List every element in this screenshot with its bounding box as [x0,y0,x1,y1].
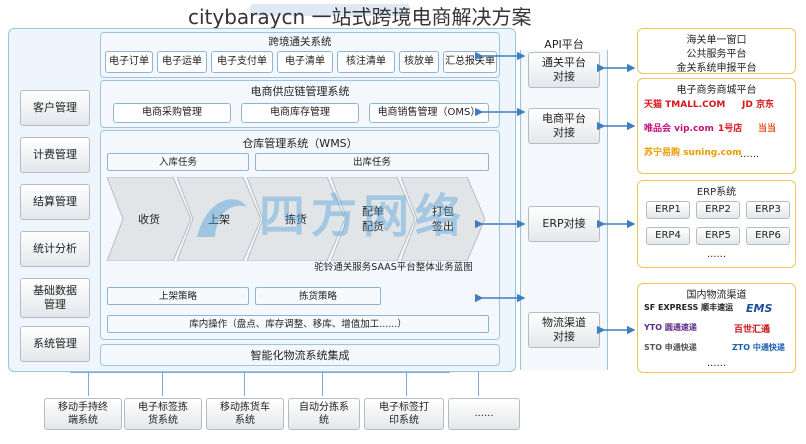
customs-item-release[interactable]: 核放单 [399,51,439,73]
process-step-putaway-label: 上架 [208,212,230,227]
jd-logo: JD 京东 [742,100,774,110]
watermark-text: 四方网络 [259,189,467,243]
tmall-logo: 天猫 TMALL.COM [644,100,726,110]
erp-title: ERP系统 [696,187,737,198]
customs-item-verification-list[interactable]: 核注清单 [337,51,395,73]
connector-logistics[interactable]: 物流渠道 对接 [528,312,600,348]
bottom-system-picking-cart[interactable]: 移动拣货车 系统 [206,398,284,430]
bottom-vline-6 [478,372,479,396]
zto-logo: ZTO 中通快递 [732,343,785,352]
overlay-title: citybaraycn 一站式跨境电商解决方案 [188,5,532,29]
wms-title: 仓库管理系统（WMS） [242,137,358,150]
erp-item-5[interactable]: ERP5 [696,227,740,245]
erp-item-3[interactable]: ERP3 [746,201,790,219]
menu-item-system[interactable]: 系统管理 [20,326,90,362]
customs-item-list[interactable]: 电子清单 [277,51,333,73]
watermark-logo: 四方网络 [187,183,487,253]
process-step-receive-label: 收货 [138,212,160,226]
menu-item-statistics[interactable]: 统计分析 [20,231,90,267]
bottom-connector-line [70,372,450,373]
connector-ecommerce-platform[interactable]: 电商平台 对接 [528,108,600,144]
menu-item-settlement[interactable]: 结算管理 [20,184,90,220]
logistics-integration-bar: 智能化物流系统集成 [100,344,500,366]
bottom-vline-4 [322,372,323,396]
customs-item-order[interactable]: 电子订单 [105,51,153,73]
bottom-system-handheld[interactable]: 移动手持终 端系统 [44,398,122,430]
vip-logo: 唯品会 vip.com [644,124,714,134]
supply-item-purchase[interactable]: 电商采购管理 [113,103,231,123]
top-banner [250,4,410,16]
bottom-vline-2 [162,372,163,396]
logistics-channels-title: 国内物流渠道 [686,290,747,301]
process-step-allocate-label: 配单 配货 [362,205,384,233]
menu-item-customer[interactable]: 客户管理 [20,90,90,126]
customs-item-summary[interactable]: 汇总报关单 [443,51,497,73]
sf-express-logo: SF EXPRESS 顺丰速运 [644,303,734,312]
erp-item-4[interactable]: ERP4 [646,227,690,245]
ems-logo: EMS [746,302,773,315]
best-express-logo: 百世汇通 [734,325,771,335]
process-step-pack-label: 打包 签出 [432,205,454,233]
supply-item-inventory[interactable]: 电商库存管理 [241,103,359,123]
bottom-system-label-printing[interactable]: 电子标签打 印系统 [364,398,444,430]
yhd-logo: 1号店 [718,124,743,134]
customs-item-waybill[interactable]: 电子运单 [157,51,207,73]
erp-item-1[interactable]: ERP1 [646,201,690,219]
customs-item-payment[interactable]: 电子支付单 [211,51,273,73]
customs-system-title: 跨境通关系统 [268,36,332,48]
process-step-picking[interactable]: 拣货 [247,177,345,261]
single-window-line-1: 海关单一窗口 [686,35,747,46]
bottom-system-pick-to-light[interactable]: 电子标签拣 货系统 [124,398,202,430]
menu-item-base-data[interactable]: 基础数据 管理 [20,278,90,318]
erp-item-6[interactable]: ERP6 [746,227,790,245]
wms-outbound-task[interactable]: 出库任务 [255,153,489,171]
supply-chain-title: 电商供应链管理系统 [250,85,350,98]
single-window-box: 海关单一窗口 公共服务平台 金关系统申报平台 [637,28,796,74]
supply-item-sales-oms[interactable]: 电商销售管理（OMS） [369,103,489,123]
logistics-channels-box: 国内物流渠道 SF EXPRESS 顺丰速运 EMS YTO 圆通速递 百世汇通… [637,283,796,373]
api-platform-title: API平台 [544,38,584,51]
bottom-system-more: ...... [448,398,520,430]
bottom-system-auto-sorting[interactable]: 自动分拣系 统 [288,398,360,430]
connector-erp[interactable]: ERP对接 [528,206,600,242]
putaway-strategy[interactable]: 上架策略 [107,287,249,305]
picking-strategy[interactable]: 拣货策略 [255,287,381,305]
yto-logo: YTO 圆通速递 [644,323,697,332]
logistics-more: ...... [706,358,727,369]
single-window-line-2: 公共服务平台 [686,49,747,60]
erp-more: ...... [706,249,727,260]
menu-item-billing[interactable]: 计费管理 [20,137,90,173]
supply-chain-panel: 电商供应链管理系统 电商采购管理 电商库存管理 电商销售管理（OMS） [100,80,500,128]
blueprint-caption: 驼铃通关服务SAAS平台整体业务蓝图 [314,262,473,273]
sto-logo: STO 申通快递 [644,343,697,352]
process-step-pack[interactable]: 打包 签出 [401,177,485,261]
left-menu: 客户管理 计费管理 结算管理 统计分析 基础数据 管理 系统管理 [14,86,96,368]
single-window-line-3: 金关系统申报平台 [676,63,757,74]
process-step-picking-label: 拣货 [285,212,307,226]
wms-process-flow: 收货 上架 拣货 配单 配货 打包 签出 [107,177,495,261]
erp-item-2[interactable]: ERP2 [696,201,740,219]
process-step-allocate[interactable]: 配单 配货 [331,177,415,261]
ecommerce-platforms-box: 电子商务商城平台 天猫 TMALL.COM JD 京东 唯品会 vip.com … [637,78,796,174]
customs-system-panel: 跨境通关系统 电子订单 电子运单 电子支付单 电子清单 核注清单 核放单 汇总报… [100,32,500,78]
bottom-vline-1 [88,372,89,396]
suning-logo: 苏宁易购 suning.com [644,148,742,158]
process-step-receive[interactable]: 收货 [107,177,191,261]
bottom-vline-3 [244,372,245,396]
wms-inbound-task[interactable]: 入库任务 [107,153,249,171]
ecommerce-platforms-title: 电子商务商城平台 [676,85,757,96]
wms-panel: 仓库管理系统（WMS） 入库任务 出库任务 收货 上架 拣货 配单 配货 打包 … [100,130,500,340]
process-step-putaway[interactable]: 上架 [177,177,261,261]
ecommerce-more: ...... [740,149,760,160]
dangdang-logo: 当当 [758,124,777,134]
bottom-vline-5 [406,372,407,396]
connector-customs-platform[interactable]: 通关平台 对接 [528,52,600,88]
erp-box: ERP系统 ERP1 ERP2 ERP3 ERP4 ERP5 ERP6 ....… [637,180,796,268]
in-warehouse-operations[interactable]: 库内操作（盘点、库存调整、移库、增值加工......） [107,315,489,333]
